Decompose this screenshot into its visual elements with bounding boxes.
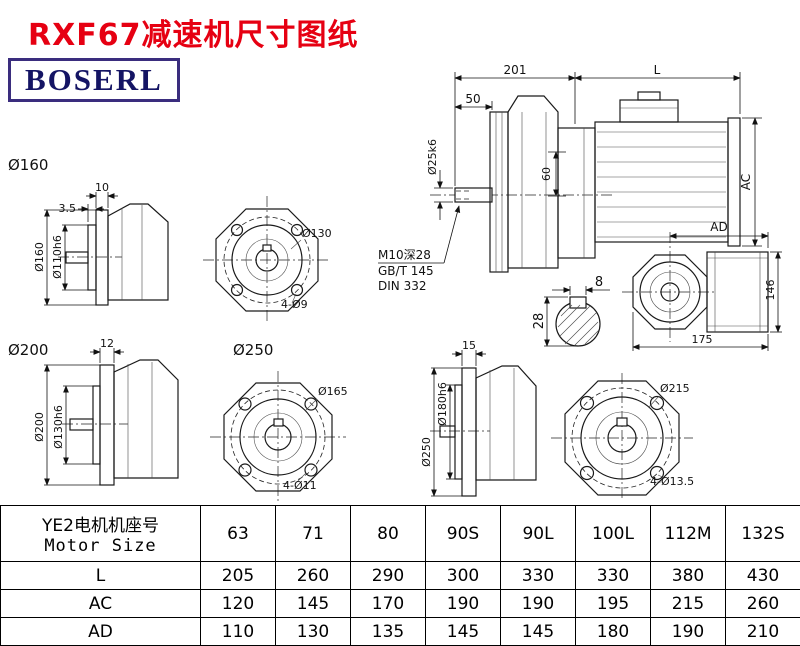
flange200-side-view: Ø200 12 Ø200 Ø130h6 (8, 337, 179, 486)
cell-AD-112M: 190 (650, 617, 726, 646)
cell-AC-112M: 215 (650, 589, 726, 618)
dim-spigot-110: Ø110h6 (51, 235, 64, 279)
row-label-AD: AD (0, 617, 201, 646)
flange200-front-view: Ø165 4-Ø11 (210, 371, 348, 501)
table-row-AD: AD 110 130 135 145 145 180 190 210 (0, 617, 800, 646)
row-label-L: L (0, 561, 201, 590)
cell-AD-90L: 145 (500, 617, 576, 646)
flange250-front-view: Ø215 4-Ø13.5 (551, 373, 694, 501)
flange250-side-view: Ø250 15 Ø250 Ø180h6 (233, 339, 537, 497)
dim-holes-4x9: 4-Ø9 (281, 298, 308, 311)
motor-size-header-cell: YE2电机机座号 Motor Size (0, 505, 201, 562)
page-title: RXF67减速机尺寸图纸 (28, 18, 359, 53)
table-row-L: L 205 260 290 300 330 330 380 430 (0, 561, 800, 590)
dim-L: L (654, 63, 661, 77)
cell-L-63: 205 (200, 561, 276, 590)
col-90S: 90S (425, 505, 501, 562)
cell-AC-80: 170 (350, 589, 426, 618)
cell-L-90L: 330 (500, 561, 576, 590)
dim-holes-4x11: 4-Ø11 (283, 479, 317, 492)
note-din: DIN 332 (378, 279, 426, 293)
shaft-key-section: 8 28 (532, 275, 610, 347)
dim-146: 146 (764, 280, 777, 301)
dim-spigot-130: Ø130h6 (52, 405, 65, 449)
dim-key-height: 28 (532, 313, 547, 330)
dim-60: 60 (540, 167, 553, 181)
col-132S: 132S (725, 505, 800, 562)
col-71: 71 (275, 505, 351, 562)
group-label-160: Ø160 (8, 156, 48, 174)
cell-AD-132S: 210 (725, 617, 800, 646)
technical-drawing: 201 L 50 AC Ø25k6 60 M10深28 GB/T 145 DIN… (8, 63, 782, 501)
cell-L-100L: 330 (575, 561, 651, 590)
cell-L-112M: 380 (650, 561, 726, 590)
thread-spec-note: M10深28 GB/T 145 DIN 332 (378, 205, 461, 293)
cell-AC-100L: 195 (575, 589, 651, 618)
dim-12: 12 (100, 337, 114, 350)
flange160-front-view: Ø130 4-Ø9 (203, 196, 332, 324)
dim-bolt-circle-165: Ø165 (318, 385, 348, 398)
cell-AC-90L: 190 (500, 589, 576, 618)
group-label-250: Ø250 (233, 341, 273, 359)
dim-50: 50 (465, 92, 480, 106)
dim-flange-250: Ø250 (420, 437, 433, 467)
dim-3-5: 3.5 (59, 202, 77, 215)
dim-AC: AC (739, 174, 753, 190)
cell-AD-71: 130 (275, 617, 351, 646)
brand-logo: BOSERL (8, 58, 180, 102)
dim-spigot-180: Ø180h6 (436, 382, 449, 426)
main-assembly-view: 201 L 50 AC Ø25k6 60 (426, 63, 762, 273)
col-63: 63 (200, 505, 276, 562)
motor-size-header-en: Motor Size (44, 536, 157, 556)
cell-L-80: 290 (350, 561, 426, 590)
dim-bolt-circle-215: Ø215 (660, 382, 690, 395)
table-header-row: YE2电机机座号 Motor Size 63 71 80 90S 90L 100… (0, 505, 800, 562)
motor-size-header-cn: YE2电机机座号 (42, 516, 159, 536)
dim-flange-200: Ø200 (33, 412, 46, 442)
cell-AD-100L: 180 (575, 617, 651, 646)
cell-L-71: 260 (275, 561, 351, 590)
cell-L-90S: 300 (425, 561, 501, 590)
note-thread: M10深28 (378, 248, 431, 262)
note-gbt: GB/T 145 (378, 264, 434, 278)
col-112M: 112M (650, 505, 726, 562)
dim-holes-4x13-5: 4-Ø13.5 (650, 475, 694, 488)
dim-shaft-dia: Ø25k6 (426, 139, 439, 175)
cell-AD-80: 135 (350, 617, 426, 646)
cell-L-132S: 430 (725, 561, 800, 590)
table-row-AC: AC 120 145 170 190 190 195 215 260 (0, 589, 800, 618)
dim-201: 201 (504, 63, 527, 77)
row-label-AC: AC (0, 589, 201, 618)
dim-10: 10 (95, 181, 109, 194)
motor-dimension-table: YE2电机机座号 Motor Size 63 71 80 90S 90L 100… (0, 505, 800, 646)
cell-AC-90S: 190 (425, 589, 501, 618)
brand-logo-text: BOSERL (25, 62, 163, 97)
dim-175: 175 (692, 333, 713, 346)
col-80: 80 (350, 505, 426, 562)
dim-bolt-circle-130: Ø130 (302, 227, 332, 240)
col-90L: 90L (500, 505, 576, 562)
cell-AD-63: 110 (200, 617, 276, 646)
cell-AC-132S: 260 (725, 589, 800, 618)
cell-AC-71: 145 (275, 589, 351, 618)
cell-AC-63: 120 (200, 589, 276, 618)
flange160-side-view: Ø160 10 3.5 Ø160 Ø110h6 (8, 156, 169, 306)
col-100L: 100L (575, 505, 651, 562)
cell-AD-90S: 145 (425, 617, 501, 646)
dim-flange-160: Ø160 (33, 242, 46, 272)
dim-15: 15 (462, 339, 476, 352)
ad-end-view: AD 146 175 (622, 220, 782, 351)
group-label-200: Ø200 (8, 341, 48, 359)
dim-key-width: 8 (595, 275, 603, 290)
dim-AD: AD (710, 220, 727, 234)
